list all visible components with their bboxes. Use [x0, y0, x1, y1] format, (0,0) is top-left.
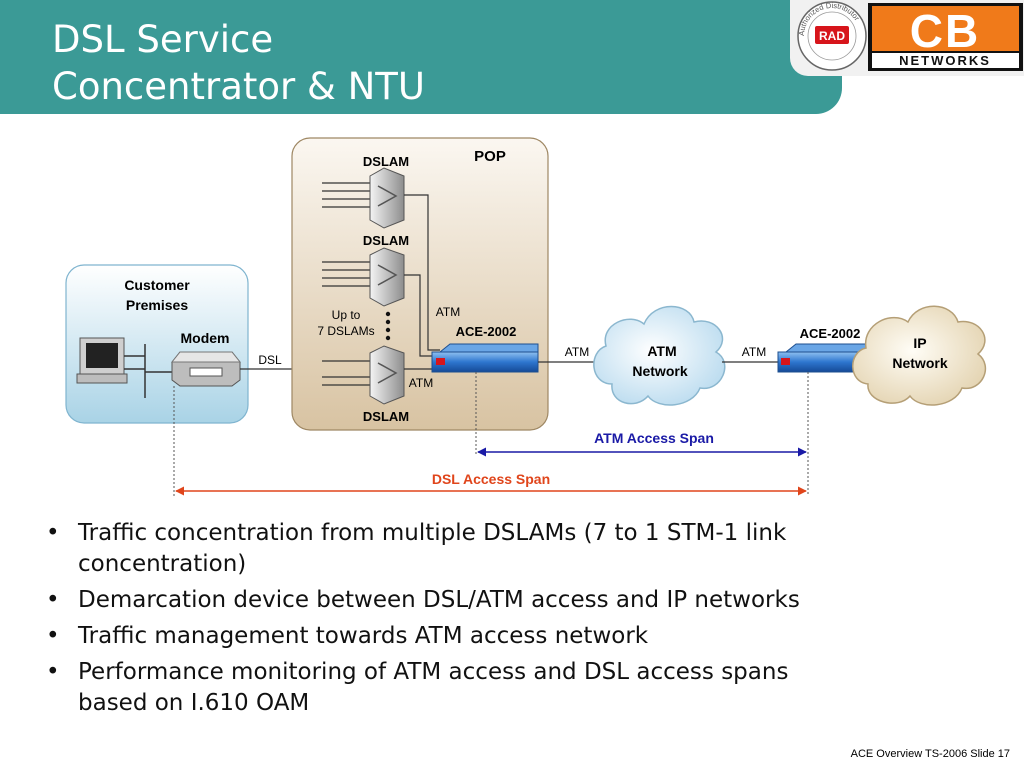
computer-icon [76, 337, 128, 384]
up-to-label-line1: Up to [332, 308, 361, 322]
bullet-dot: • [46, 520, 60, 546]
dslam-top-icon [322, 167, 405, 229]
atm-from-cloud-label: ATM [742, 345, 766, 359]
rad-logo-text: RAD [819, 29, 845, 43]
atm-lower-label: ATM [409, 376, 433, 390]
customer-premises-label-line1: Customer [124, 277, 190, 293]
bullet-item: • Traffic concentration from multiple DS… [44, 518, 924, 580]
bullet-list: • Traffic concentration from multiple DS… [44, 518, 924, 724]
slide-footer: ACE Overview TS-2006 Slide 17 [850, 748, 1010, 760]
cb-networks-logo: CB NETWORKS [868, 3, 1023, 71]
bullet-text-3: Traffic management towards ATM access ne… [78, 623, 649, 649]
ace-right-label: ACE-2002 [800, 326, 861, 341]
pop-label: POP [474, 148, 506, 165]
atm-network-label-line1: ATM [647, 343, 676, 359]
atm-access-span-label: ATM Access Span [594, 430, 714, 446]
bullet-dot: • [46, 587, 60, 613]
ip-network-label-line2: Network [892, 355, 947, 371]
dslam-top-label: DSLAM [363, 154, 409, 169]
bullet-text-4b: based on I.610 OAM [78, 690, 310, 716]
modem-icon [170, 351, 242, 387]
customer-premises-label-line2: Premises [126, 297, 188, 313]
bullet-item: • Performance monitoring of ATM access a… [44, 657, 924, 719]
dsl-link-label: DSL [258, 353, 282, 367]
bullet-text-2: Demarcation device between DSL/ATM acces… [78, 587, 800, 613]
bullet-text-1b: concentration) [78, 551, 247, 577]
slide-title: DSL Service Concentrator & NTU [52, 16, 425, 110]
ellipsis-dots [385, 311, 391, 341]
cb-logo-text: CB [910, 5, 980, 57]
dslam-bottom-icon [322, 345, 405, 405]
ace-left-device [431, 343, 539, 373]
atm-upper-label: ATM [436, 305, 460, 319]
dsl-access-span-label: DSL Access Span [432, 471, 550, 487]
bullet-text-4a: Performance monitoring of ATM access and… [78, 659, 789, 685]
modem-label: Modem [181, 330, 230, 346]
title-line-2: Concentrator & NTU [52, 65, 425, 108]
distributor-seal: Authorized Distributor RAD [797, 1, 867, 71]
atm-network-label-line2: Network [632, 363, 687, 379]
atm-network-cloud [593, 305, 726, 406]
bullet-dot: • [46, 659, 60, 685]
ace-left-label: ACE-2002 [456, 324, 517, 339]
span-guides [173, 372, 809, 496]
dslam-bottom-label: DSLAM [363, 409, 409, 424]
lan-bus [124, 344, 172, 398]
up-to-label-line2: 7 DSLAMs [317, 324, 374, 338]
ip-network-cloud [852, 305, 987, 406]
bullet-item: • Traffic management towards ATM access … [44, 621, 924, 652]
bullet-dot: • [46, 623, 60, 649]
networks-logo-text: NETWORKS [899, 53, 991, 68]
title-line-1: DSL Service [52, 18, 274, 61]
bullet-text-1a: Traffic concentration from multiple DSLA… [78, 520, 787, 546]
ip-network-label-line1: IP [913, 335, 926, 351]
dslam-mid-label: DSLAM [363, 233, 409, 248]
bullet-item: • Demarcation device between DSL/ATM acc… [44, 585, 924, 616]
atm-to-cloud-label: ATM [565, 345, 589, 359]
title-banner: DSL Service Concentrator & NTU [0, 0, 842, 114]
rad-logo [815, 26, 849, 44]
dslam-mid-icon [322, 247, 405, 307]
